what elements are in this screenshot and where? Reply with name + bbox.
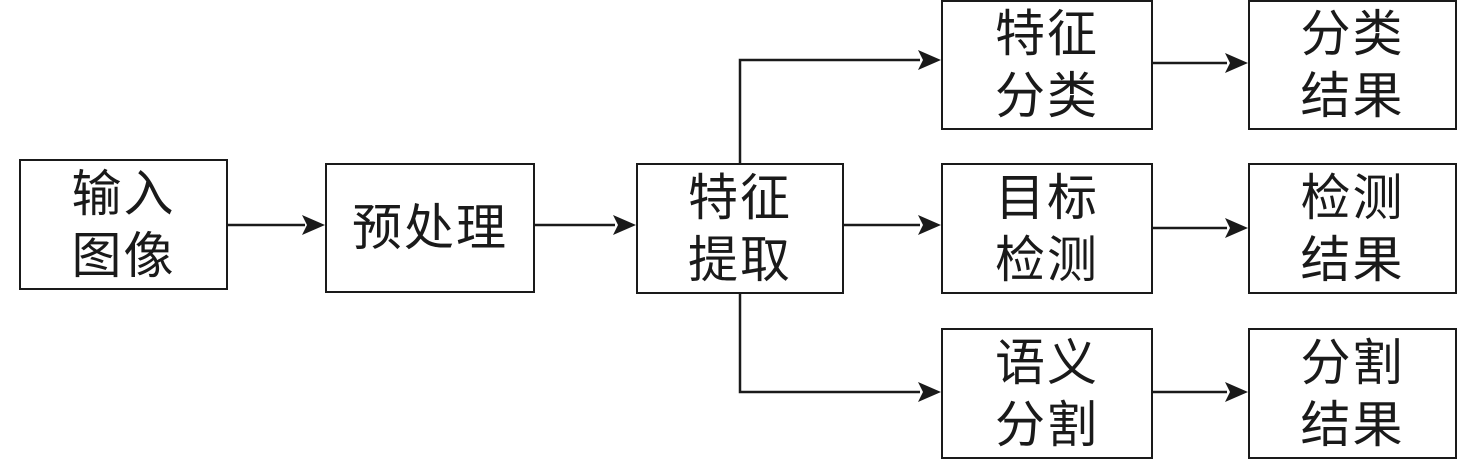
arrowhead-classification-to-result (1225, 53, 1248, 73)
node-semantic-segmentation-label: 语义 分割 (995, 333, 1099, 454)
arrow-feature-extraction-to-segmentation (738, 293, 920, 394)
node-feature-classification: 特征 分类 (941, 0, 1153, 130)
node-input-image: 输入 图像 (19, 159, 228, 290)
node-segmentation-result: 分割 结果 (1248, 328, 1457, 459)
node-input-image-label: 输入 图像 (71, 164, 176, 285)
node-preprocess-label: 预处理 (352, 199, 508, 257)
arrowhead-preprocess-to-feature-extraction (613, 215, 636, 235)
arrowhead-input-to-preprocess (302, 215, 325, 235)
node-feature-extraction-label: 特征 提取 (688, 168, 792, 289)
arrowhead-detection-to-result (1225, 218, 1248, 238)
node-semantic-segmentation: 语义 分割 (941, 328, 1153, 459)
node-segmentation-result-label: 分割 结果 (1300, 333, 1405, 454)
node-feature-extraction: 特征 提取 (636, 163, 844, 294)
arrowhead-feature-extraction-to-segmentation (918, 382, 941, 402)
node-preprocess: 预处理 (325, 163, 535, 293)
node-feature-classification-label: 特征 分类 (995, 5, 1099, 125)
arrowhead-feature-extraction-to-detection (918, 215, 941, 235)
node-detection-result: 检测 结果 (1248, 163, 1457, 294)
arrow-feature-extraction-to-classification (738, 58, 920, 163)
node-object-detection-label: 目标 检测 (995, 168, 1099, 289)
node-object-detection: 目标 检测 (941, 163, 1153, 294)
node-detection-result-label: 检测 结果 (1300, 168, 1405, 289)
arrowhead-segmentation-to-result (1225, 382, 1248, 402)
arrowhead-feature-extraction-to-classification (918, 50, 941, 70)
node-classification-result-label: 分类 结果 (1300, 5, 1405, 125)
node-classification-result: 分类 结果 (1248, 0, 1457, 130)
